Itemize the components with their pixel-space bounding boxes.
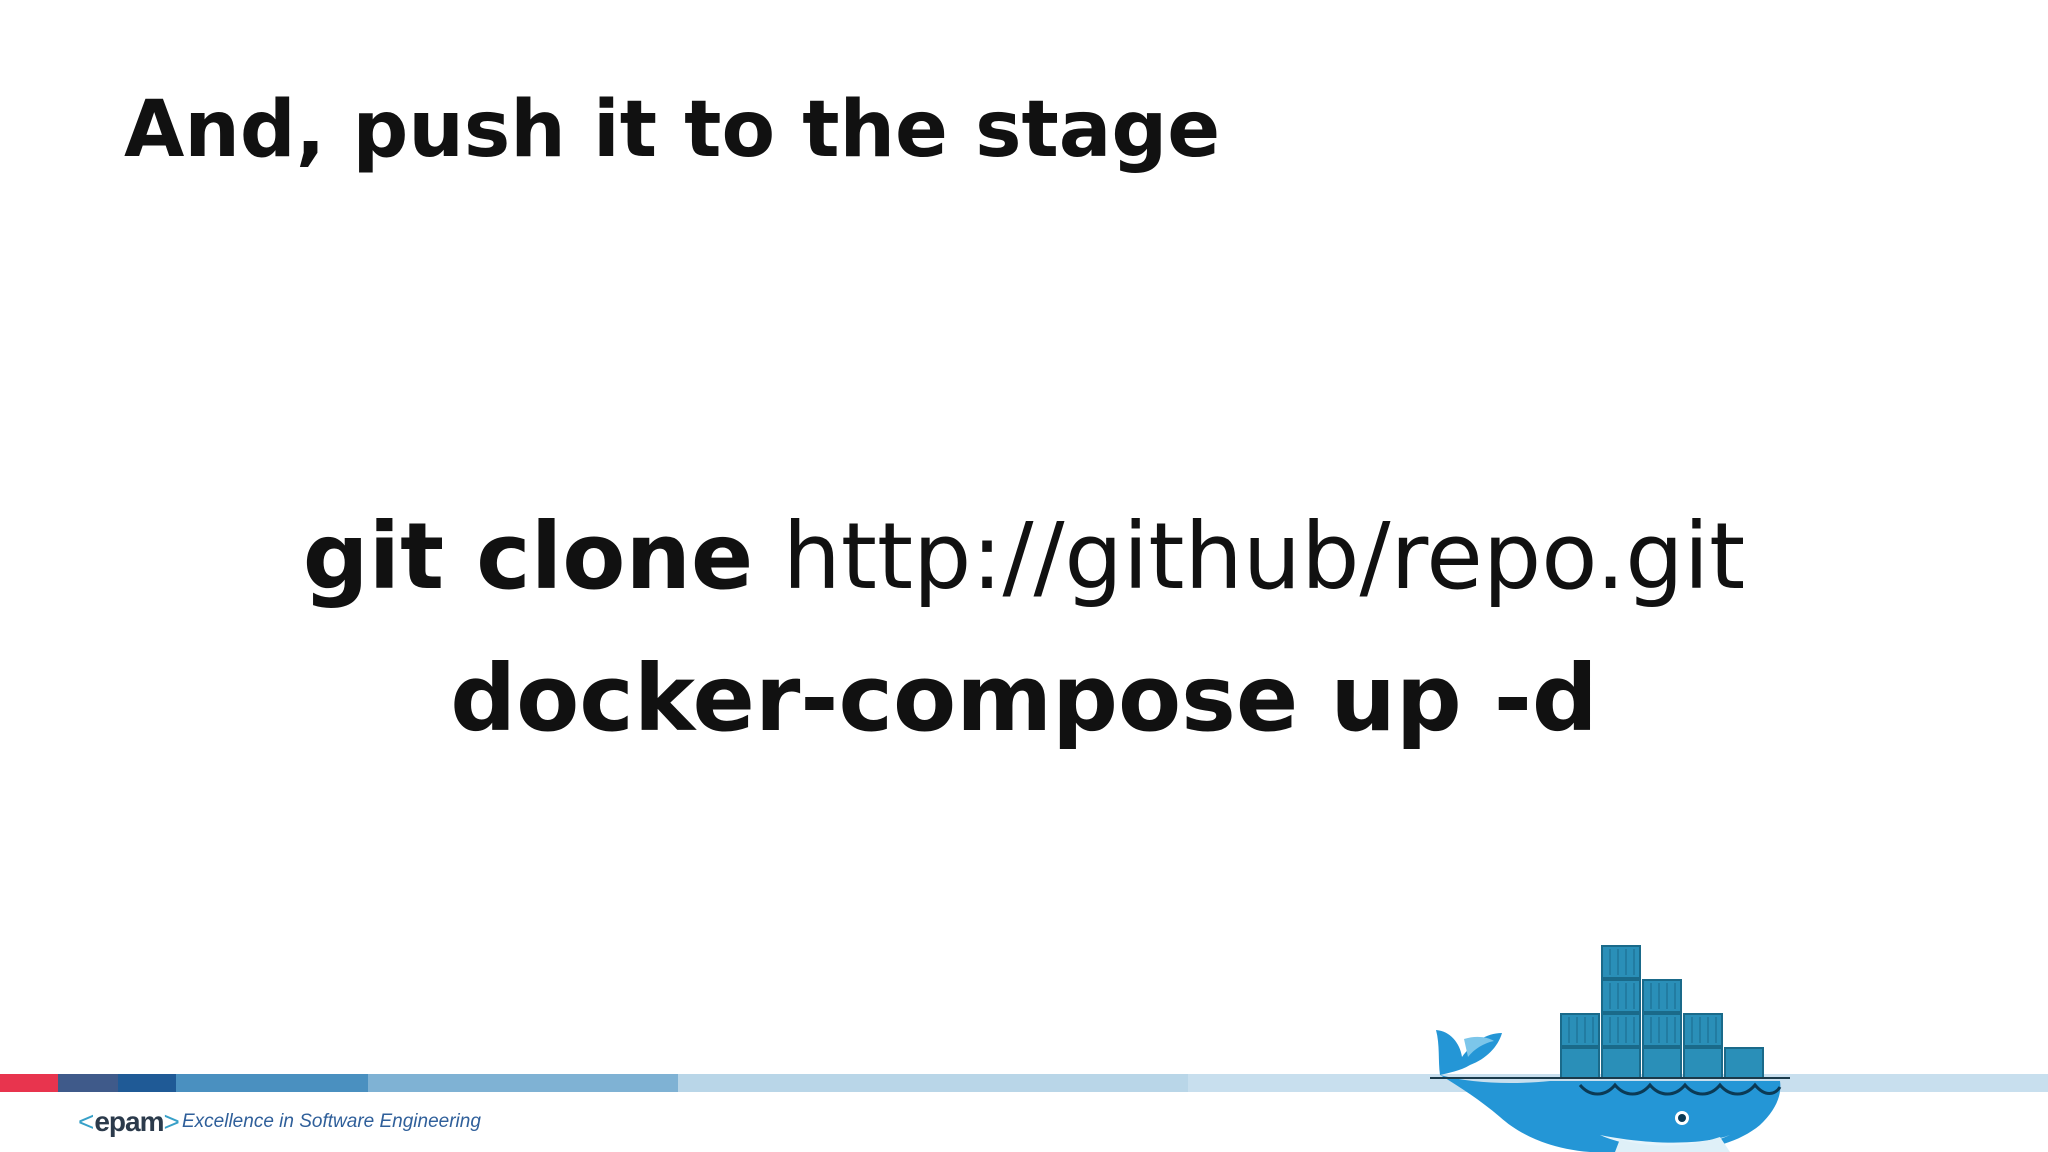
- docker-whale-icon: [1430, 945, 1790, 1152]
- git-clone-command: git clone: [302, 503, 754, 610]
- strip-segment-pale-blue: [678, 1074, 1188, 1092]
- command-line-git: git clone http://github/repo.git: [0, 486, 2048, 628]
- strip-segment-light-blue: [368, 1074, 678, 1092]
- slide-title: And, push it to the stage: [124, 85, 1221, 175]
- footer-tagline: Excellence in Software Engineering: [182, 1111, 481, 1132]
- strip-segment-navy: [58, 1074, 118, 1092]
- strip-segment-blue: [118, 1074, 176, 1092]
- whale-body: [1440, 1075, 1781, 1152]
- strip-segment-mid-blue: [176, 1074, 368, 1092]
- command-block: git clone http://github/repo.git docker-…: [0, 486, 2048, 770]
- docker-compose-command: docker-compose up -d: [450, 645, 1598, 752]
- strip-segment-red: [0, 1074, 58, 1092]
- repo-url: http://github/repo.git: [782, 503, 1746, 610]
- logo-bracket-close: >: [163, 1106, 180, 1137]
- container-stack: [1560, 945, 1764, 1079]
- logo-bracket-open: <: [78, 1106, 95, 1137]
- logo-word: epam: [94, 1106, 164, 1137]
- epam-logo: <epam>: [78, 1106, 180, 1138]
